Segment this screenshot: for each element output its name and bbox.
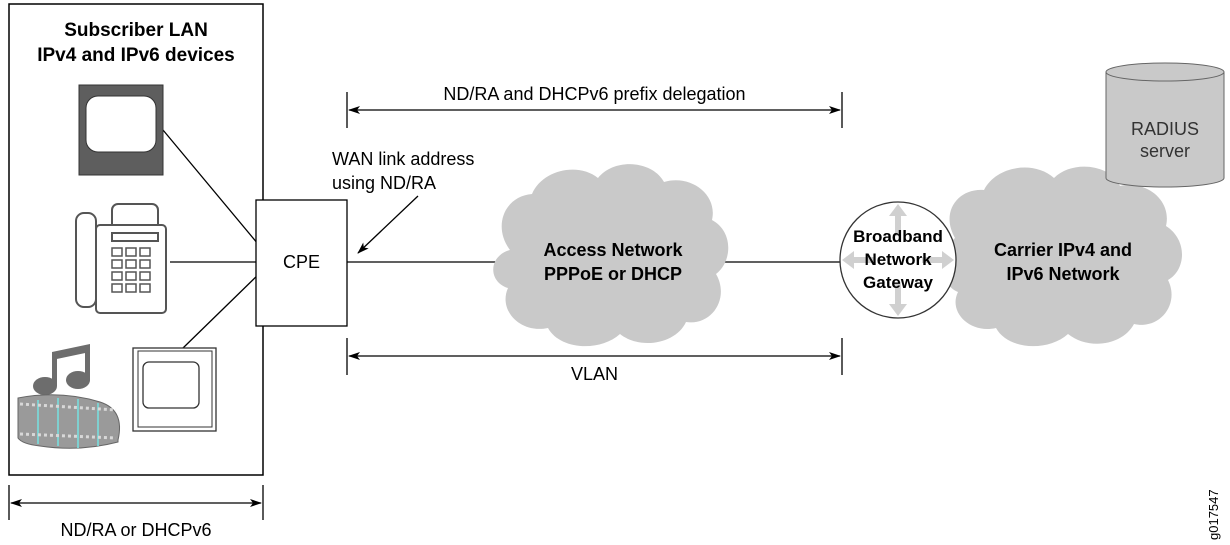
vlan-arrow xyxy=(346,338,843,375)
film-strip-icon xyxy=(17,394,120,449)
prefix-delegation-label: ND/RA and DHCPv6 prefix delegation xyxy=(443,84,746,104)
access-network-cloud xyxy=(493,164,729,347)
monitor-icon xyxy=(78,84,164,176)
wan-link-arrow xyxy=(357,195,419,254)
bng-label: Broadband Network Gateway xyxy=(838,225,958,294)
access-network-label: Access Network PPPoE or DHCP xyxy=(510,238,716,286)
cpe-box xyxy=(255,199,348,327)
radius-server-icon xyxy=(1105,62,1225,188)
bng-line2: Network xyxy=(864,250,932,269)
subscriber-lan-title-line1: Subscriber LAN xyxy=(64,20,208,41)
lan-protocol-arrow xyxy=(8,485,264,520)
bng-line3: Gateway xyxy=(863,273,933,292)
carrier-network-label: Carrier IPv4 and IPv6 Network xyxy=(960,238,1166,286)
carrier-network-line1: Carrier IPv4 and xyxy=(993,240,1133,260)
carrier-network-cloud xyxy=(942,166,1182,347)
wan-link-label-line2: using ND/RA xyxy=(332,173,437,193)
telephone-icon xyxy=(75,203,167,314)
music-note-icon xyxy=(33,344,90,395)
bng-router-icon xyxy=(839,201,957,319)
access-network-line2: PPPoE or DHCP xyxy=(543,264,683,284)
device-links xyxy=(162,129,840,349)
bng-line1: Broadband xyxy=(853,227,943,246)
radius-line2: server xyxy=(1139,141,1190,161)
prefix-delegation-arrow xyxy=(346,92,843,128)
subscriber-lan-title: Subscriber LAN IPv4 and IPv6 devices xyxy=(14,18,258,68)
wan-link-label: WAN link address using ND/RA xyxy=(332,147,474,195)
cpe-label: CPE xyxy=(282,252,320,272)
vlan-label: VLAN xyxy=(570,364,619,384)
radius-line1: RADIUS xyxy=(1130,119,1199,139)
wan-link-label-line1: WAN link address xyxy=(332,149,475,169)
subscriber-lan-title-line2: IPv4 and IPv6 devices xyxy=(37,45,235,66)
figure-id: g017547 xyxy=(1206,489,1221,540)
access-network-line1: Access Network xyxy=(543,240,683,260)
carrier-network-line2: IPv6 Network xyxy=(1006,264,1120,284)
lan-protocol-label: ND/RA or DHCPv6 xyxy=(60,520,212,540)
small-tv-icon xyxy=(132,347,217,432)
radius-label: RADIUS server xyxy=(1106,118,1224,162)
